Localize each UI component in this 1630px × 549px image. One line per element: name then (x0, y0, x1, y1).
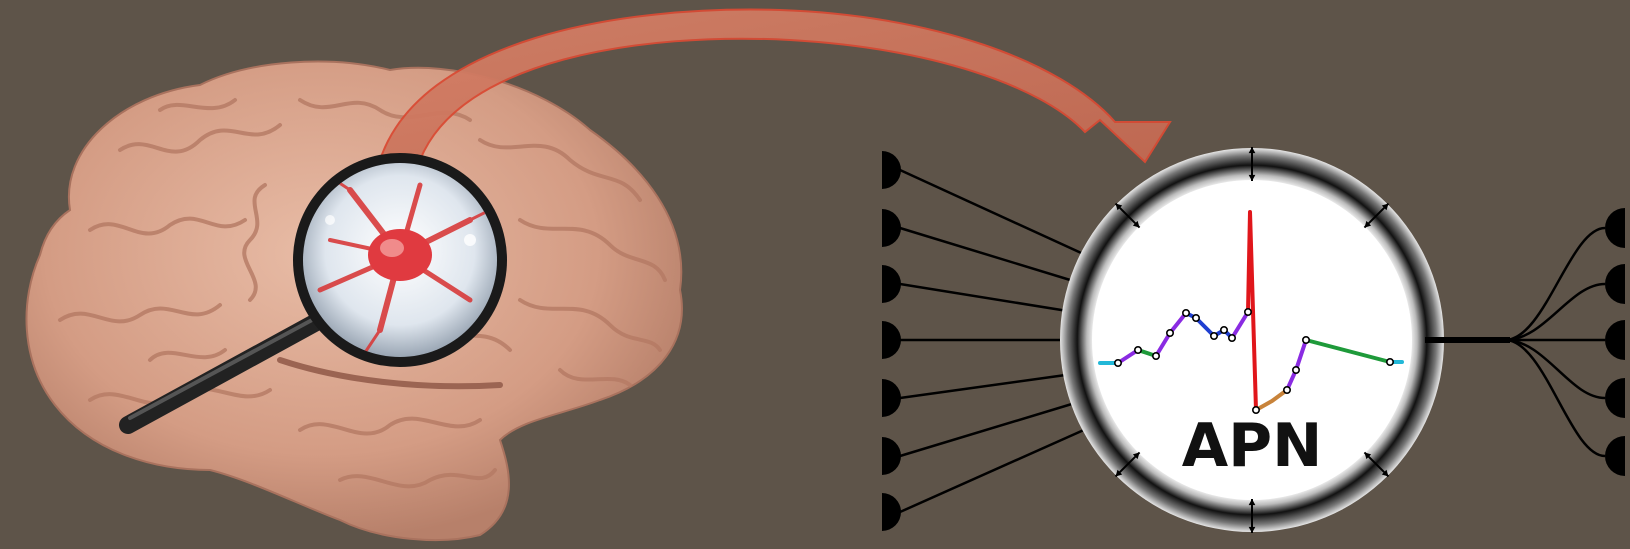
synapse-terminal-icon (882, 209, 901, 247)
synapse-terminal-icon (1605, 264, 1625, 304)
input-wire (900, 425, 1095, 512)
trace-knot (1193, 315, 1199, 321)
neuron-soma (368, 229, 432, 281)
trace-knot (1211, 333, 1217, 339)
trace-knot (1387, 359, 1393, 365)
trace-knot (1303, 337, 1309, 343)
synapse-terminal-icon (1605, 208, 1625, 248)
trace-knot (1183, 310, 1189, 316)
synapse-terminal-icon (882, 321, 901, 359)
synapse-terminal-icon (882, 379, 901, 417)
trace-knot (1284, 387, 1290, 393)
trace-knot (1293, 367, 1299, 373)
synapse-terminal-icon (1605, 436, 1625, 476)
input-wire (900, 400, 1085, 456)
trace-knot (1221, 327, 1227, 333)
apn-neuron: APN (1060, 147, 1444, 533)
synapse-terminal-icon (1605, 320, 1625, 360)
output-wire (1505, 340, 1605, 456)
trace-knot (1135, 347, 1141, 353)
trace-knot (1115, 360, 1121, 366)
input-wire (900, 170, 1090, 257)
trace-knot (1167, 330, 1173, 336)
apn-label: APN (1182, 411, 1323, 481)
synapse-terminal-icon (882, 437, 901, 475)
synapse-terminal-icon (1605, 378, 1625, 418)
synapse-terminal-icon (882, 265, 901, 303)
output-wire (1505, 340, 1605, 398)
input-wire (900, 228, 1080, 283)
input-wire (900, 284, 1080, 313)
trace-knot (1229, 335, 1235, 341)
synapse-terminal-icon (882, 151, 901, 189)
synapse-terminal-icon (882, 493, 901, 531)
trace-knot (1245, 309, 1251, 315)
output-wire (1505, 284, 1605, 340)
input-wire (900, 373, 1080, 398)
output-wire (1505, 228, 1605, 340)
trace-knot (1153, 353, 1159, 359)
output-connections (1425, 208, 1625, 476)
